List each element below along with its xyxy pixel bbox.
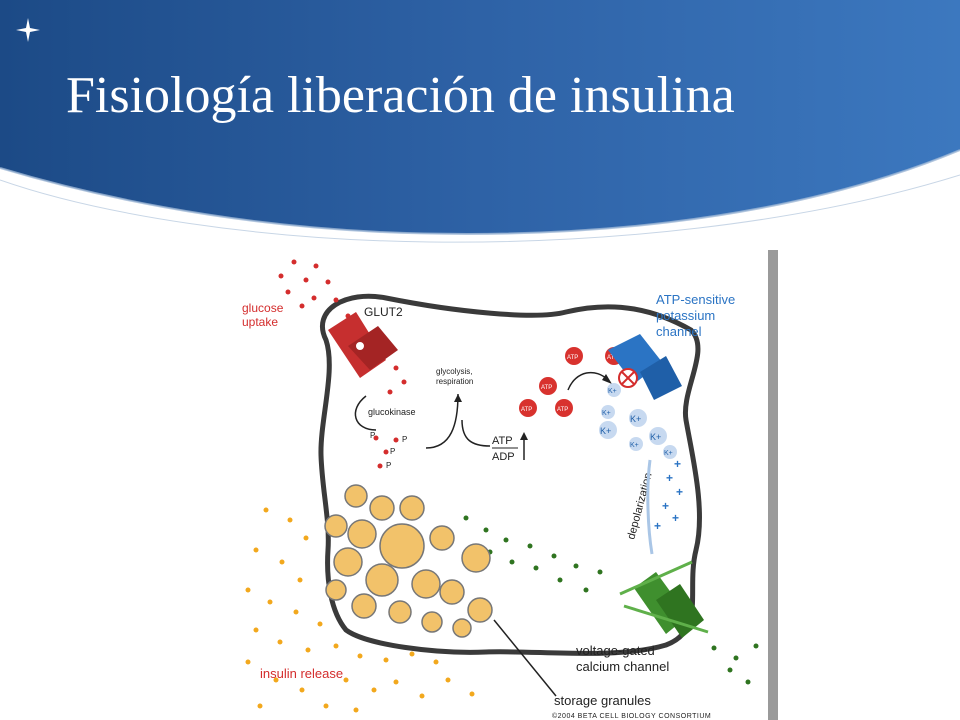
calcium-channel (619, 560, 709, 638)
atp-sensitive-k-channel (608, 334, 682, 400)
header-background (0, 0, 960, 243)
beta-cell-diagram: glucose uptake GLUT2 glucokinase P P P P… (242, 250, 778, 720)
svg-text:K+: K+ (650, 432, 661, 442)
potassium-ions: K+ K+ K+ K+ K+ K+ K+ (599, 383, 677, 459)
slide-title: Fisiología liberación de insulina (66, 67, 735, 124)
svg-text:ATP: ATP (557, 407, 568, 413)
uptake-label: uptake (242, 315, 278, 329)
insulin-molecules (245, 507, 475, 713)
svg-text:+: + (654, 519, 661, 533)
svg-text:+: + (666, 471, 673, 485)
storage-granules (324, 484, 493, 638)
svg-text:P: P (386, 461, 391, 470)
svg-text:ATP: ATP (567, 355, 578, 361)
svg-text:+: + (674, 457, 681, 471)
glucokinase-label: glucokinase (368, 407, 416, 417)
svg-text:K+: K+ (600, 426, 611, 436)
svg-text:+: + (662, 499, 669, 513)
svg-text:+: + (672, 511, 679, 525)
respiration-label: respiration (436, 377, 473, 386)
header-banner: Fisiología liberación de insulina (0, 0, 960, 250)
svg-text:K+: K+ (630, 414, 641, 424)
atp-channel-label-2: potassium (656, 308, 715, 323)
insulin-release-label: insulin release (260, 666, 343, 681)
depolarization-arrow (646, 459, 654, 555)
svg-text:K+: K+ (664, 450, 673, 457)
glycolysis-label: glycolysis, (436, 367, 472, 376)
svg-text:ATP: ATP (541, 385, 552, 391)
svg-text:P: P (390, 447, 395, 456)
glucokinase-arrow (354, 395, 377, 431)
glycolysis-arrow (425, 393, 459, 449)
atp-channel-label-1: ATP-sensitive (656, 292, 735, 307)
phosphorylated-glucose: P P P P (370, 431, 407, 470)
calcium-channel-label-2: calcium channel (576, 659, 669, 674)
glut2-transporter (328, 312, 398, 378)
storage-granules-label: storage granules (554, 693, 651, 708)
atp-channel-label-3: channel (656, 324, 702, 339)
insulin-release-figure: glucose uptake GLUT2 glucokinase P P P P… (236, 250, 784, 720)
svg-text:ATP: ATP (607, 355, 618, 361)
copyright-text: ©2004 BETA CELL BIOLOGY CONSORTIUM (552, 712, 711, 720)
svg-text:+: + (676, 485, 683, 499)
svg-text:ATP: ATP (521, 407, 532, 413)
glucose-label: glucose (242, 301, 284, 315)
glut2-label: GLUT2 (364, 305, 403, 319)
calcium-channel-label-1: voltage-gated (576, 643, 655, 658)
storage-granules-pointer (493, 619, 557, 697)
glucose-molecules (278, 259, 407, 395)
positive-charges: + + + + + + (654, 457, 683, 533)
svg-text:K+: K+ (630, 442, 639, 449)
figure-border (768, 250, 778, 720)
svg-text:K+: K+ (602, 410, 611, 417)
svg-text:K+: K+ (608, 388, 617, 395)
svg-text:P: P (370, 431, 375, 440)
adp-label: ADP (492, 451, 515, 463)
atp-label: ATP (492, 435, 513, 447)
svg-text:P: P (402, 435, 407, 444)
star-bullet-icon (16, 18, 40, 42)
